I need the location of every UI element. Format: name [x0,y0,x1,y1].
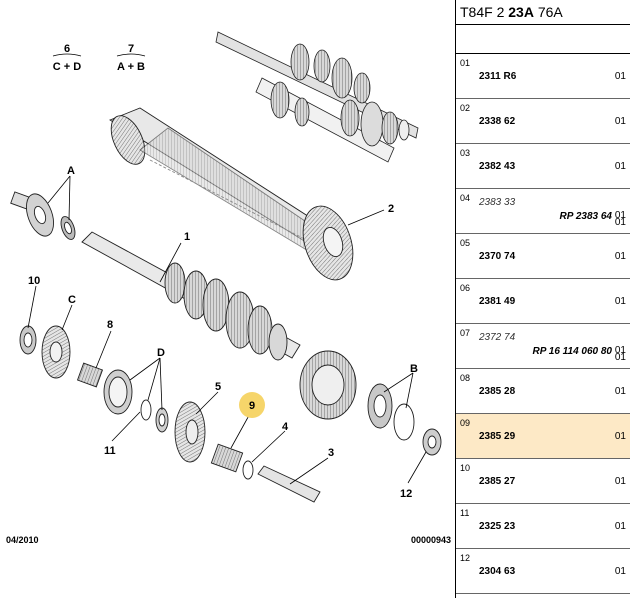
part-reference-superseded: 2372 74 [479,332,516,343]
title-prefix: T84F 2 [460,4,509,20]
title-bold: 23A [508,4,534,20]
assembly-thumbnail [215,31,419,163]
part-row-07[interactable]: 07 2372 74 RP 16 114 060 80 01 01 [456,324,630,369]
row-index: 11 [460,508,470,518]
title-suffix: 76A [533,4,563,20]
row-index: 01 [460,58,471,68]
callout-4: 4 [282,421,289,433]
highlight-circle [239,392,265,418]
replacement-quantity: 01 [614,352,626,363]
callout-2: 2 [388,203,394,215]
row-index: 03 [460,148,471,158]
part-reference: 2370 74 [479,251,516,262]
part-quantity: 01 [614,386,626,397]
row-index: 08 [460,373,471,383]
row-index: 09 [460,418,471,428]
callout-D: D [157,347,165,359]
row-index: 04 [460,193,471,203]
part-row-06[interactable]: 06 2381 49 01 [456,279,630,324]
part-reference: 2304 63 [479,566,516,577]
callout-3: 3 [328,447,334,459]
part-reference: 2381 49 [479,296,516,307]
part-row-05[interactable]: 05 2370 74 01 [456,234,630,279]
callout-1: 1 [184,231,190,243]
row-index: 10 [460,463,471,473]
part-quantity: 01 [614,251,626,262]
callout-B: B [410,363,418,375]
legend-variant: C + D [53,61,81,73]
sheet-number: 00000943 [411,535,451,545]
legend-number: 7 [128,43,134,55]
part-reference-superseded: 2383 33 [479,197,516,208]
left-cluster [19,325,169,433]
leader-lines [27,175,427,485]
legend-item-7: 7 A + B [116,43,146,73]
parts-panel: T84F 2 23A 76A 01 2311 R6 01 02 2338 62 … [455,0,630,598]
exploded-parts-diagram: 6 C + D 7 A + B [6,31,451,545]
part-reference: 2385 29 [479,431,516,442]
part-reference: 2325 23 [479,521,516,532]
replacement-reference: RP 16 114 060 80 [532,346,612,357]
row-index: 05 [460,238,471,248]
primary-shaft [109,107,346,263]
part-quantity: 01 [614,566,626,577]
part-row-08[interactable]: 08 2385 28 01 [456,369,630,414]
part-row-03[interactable]: 03 2382 43 01 [456,144,630,189]
part-reference: 2338 62 [479,116,516,127]
part-row-01[interactable]: 01 2311 R6 01 [456,54,630,99]
part-quantity: 01 [614,476,626,487]
part-reference: 2385 28 [479,386,516,397]
part-row-02[interactable]: 02 2338 62 01 [456,99,630,144]
part-quantity: 01 [614,71,626,82]
part-row-10[interactable]: 10 2385 27 01 [456,459,630,504]
row-index: 07 [460,328,471,338]
replacement-reference: RP 2383 64 [559,211,612,222]
part-reference: 2385 27 [479,476,516,487]
callout-5: 5 [215,381,221,393]
callout-12: 12 [400,488,412,500]
legend-item-6: 6 C + D [53,43,81,73]
part-row-04[interactable]: 04 2383 33 RP 2383 64 01 01 [456,189,630,234]
replacement-quantity: 01 [614,217,626,228]
part-row-09-selected[interactable]: 09 2385 29 01 [456,414,630,459]
row-index: 02 [460,103,471,113]
callout-A: A [67,165,75,177]
callout-8: 8 [107,319,113,331]
panel-spacer [456,25,630,54]
callout-10: 10 [28,275,40,287]
diagram-date: 04/2010 [6,535,39,545]
row-index: 12 [460,553,471,563]
part-quantity: 01 [614,345,626,356]
callout-9-highlight[interactable]: 9 [239,392,265,418]
panel-title: T84F 2 23A 76A [456,0,630,25]
right-cluster [299,350,442,456]
flange-seal [10,191,76,240]
shaft-3 [257,465,321,503]
part-reference: 2311 R6 [479,71,517,82]
needle-bearing-9 [210,443,244,473]
part-row-12[interactable]: 12 2304 63 01 [456,549,630,594]
row-index: 06 [460,283,471,293]
gear-2 [302,205,354,281]
secondary-shaft [81,231,301,361]
part-quantity: 01 [614,210,626,221]
callout-9: 9 [249,400,255,412]
part-quantity: 01 [614,431,626,442]
part-quantity: 01 [614,521,626,532]
legend-variant: A + B [117,61,145,73]
callout-C: C [68,294,76,306]
part-quantity: 01 [614,296,626,307]
part-quantity: 01 [614,116,626,127]
part-quantity: 01 [614,161,626,172]
circlip-4 [242,460,254,480]
part-reference: 2382 43 [479,161,516,172]
gear-5 [174,401,206,463]
part-row-11[interactable]: 11 2325 23 01 [456,504,630,549]
callout-11: 11 [104,445,116,457]
legend-number: 6 [64,43,70,55]
